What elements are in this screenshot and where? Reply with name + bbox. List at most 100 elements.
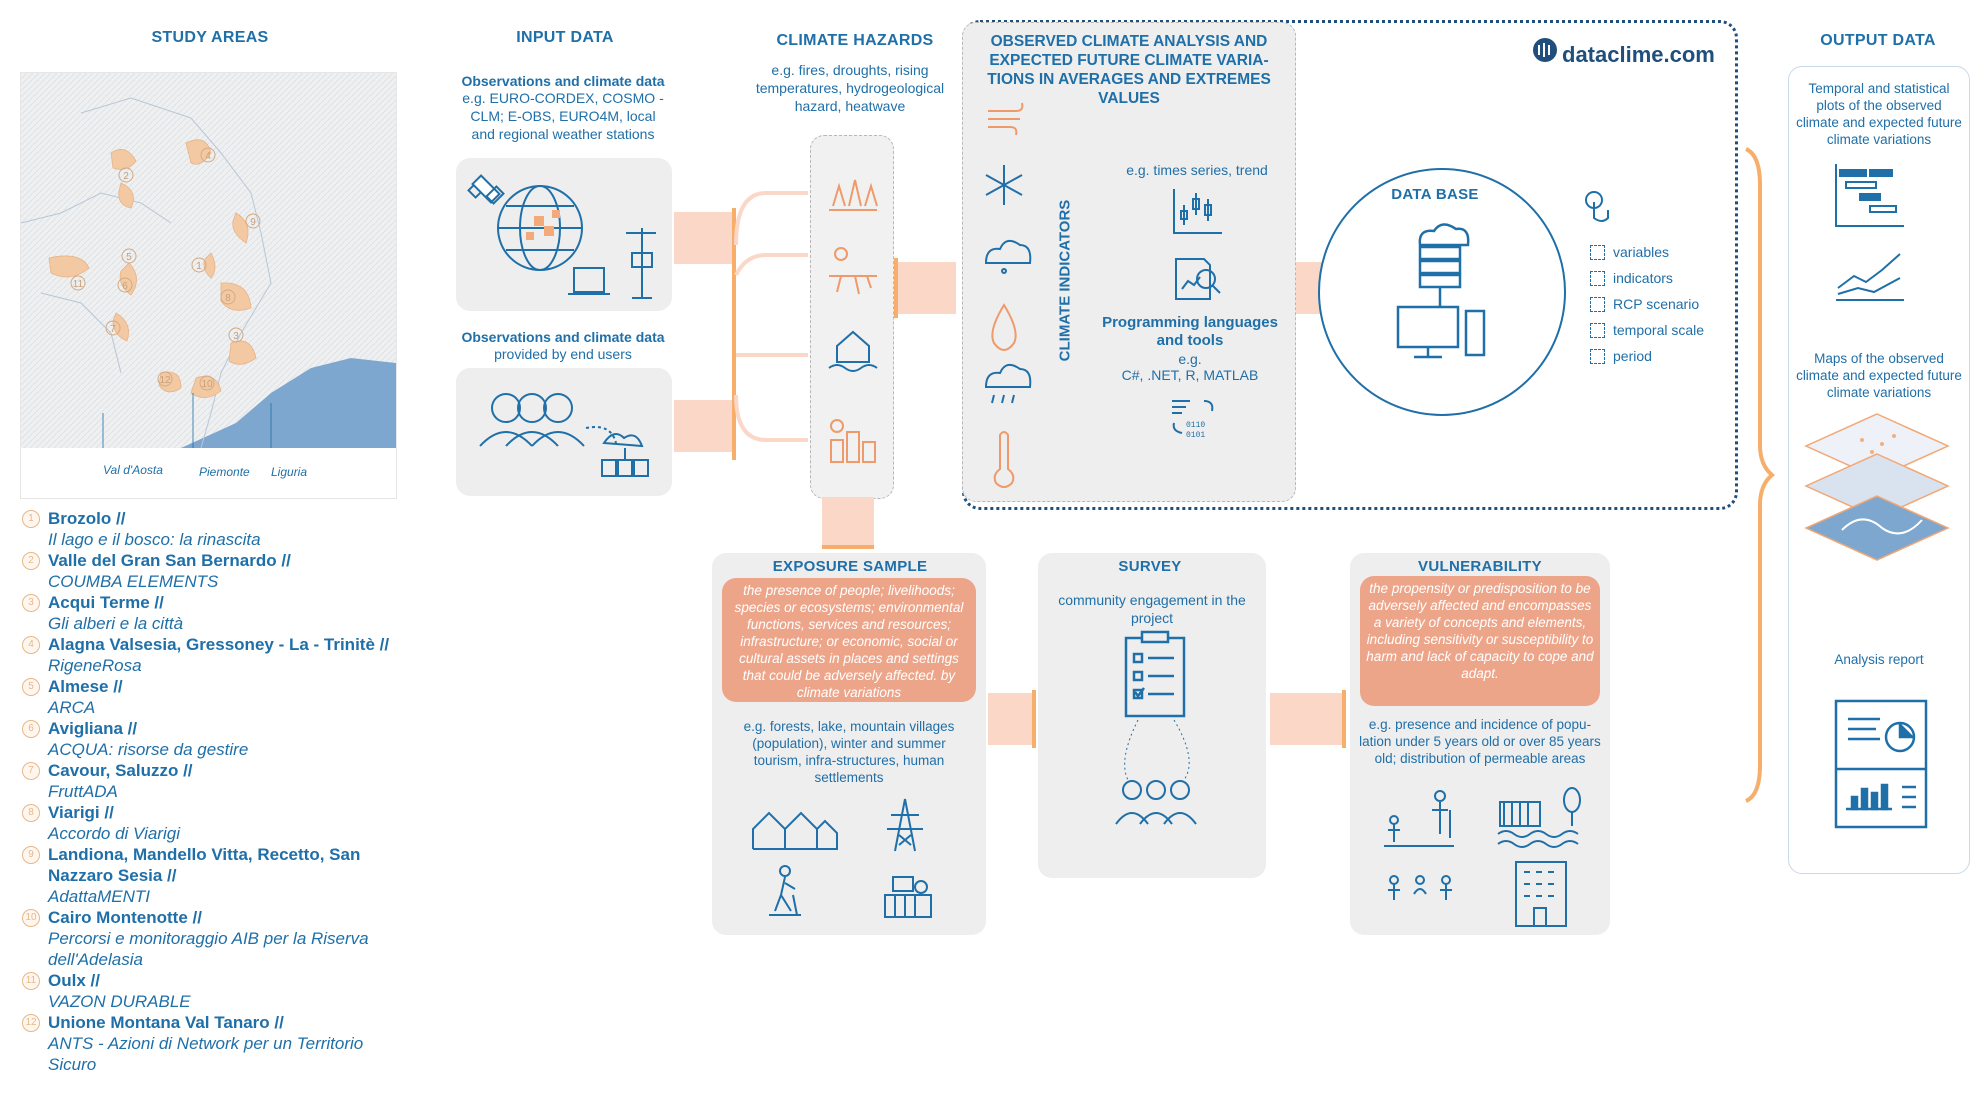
item-number: 4: [22, 636, 40, 654]
area-name: Unione Montana Val Tanaro //: [48, 1013, 284, 1032]
climate-indicator-icons: [984, 102, 1032, 488]
area-project: ACQUA: risorse da gestire: [48, 740, 249, 759]
db-item-label: temporal scale: [1613, 322, 1705, 338]
checkbox-icon[interactable]: [1590, 244, 1605, 260]
houses-icon: [752, 811, 838, 850]
db-item-label: variables: [1613, 244, 1670, 260]
climate-indicators-label: CLIMATE INDICATORS: [1056, 199, 1074, 362]
map-label-liguria: Liguria: [271, 465, 308, 479]
db-item-label: indicators: [1613, 270, 1673, 286]
svg-text:4: 4: [205, 151, 211, 162]
area-project: COUMBA ELEMENTS: [48, 572, 219, 591]
vulnerability-left-bar: [1342, 690, 1346, 748]
output-maps-text: Maps of the observed climate and expecte…: [1796, 351, 1962, 400]
db-item-period[interactable]: period: [1590, 343, 1704, 369]
db-item-label: RCP scenario: [1613, 296, 1700, 312]
area-name: Cavour, Saluzzo //: [48, 761, 193, 780]
exposure-example: e.g. forests, lake, mountain villages (p…: [743, 719, 955, 785]
survey-title: SURVEY: [1118, 558, 1182, 575]
area-project: ARCA: [48, 698, 96, 717]
list-item: 12 Unione Montana Val Tanaro // ANTS - Azi…: [22, 1012, 412, 1075]
line-plot-icon: [1836, 253, 1904, 301]
checkbox-icon[interactable]: [1590, 270, 1605, 286]
clipboard-checklist-icon: [1124, 630, 1186, 718]
map-label-piemonte: Piemonte: [199, 465, 250, 479]
power-pylon-icon: [887, 798, 923, 852]
svg-text:12: 12: [159, 375, 171, 386]
checkbox-icon[interactable]: [1590, 322, 1605, 338]
map-graphic: 4 2 9 5 1 11 6 8 7 3 12 10: [20, 73, 396, 449]
user-obs-text: provided by end users: [494, 346, 632, 362]
touch-hand-icon: [1585, 191, 1609, 222]
database-circle: [1318, 168, 1566, 416]
output-panel: [1788, 66, 1970, 874]
dataclime-logo-icon: [1533, 38, 1557, 62]
area-name: Avigliana //: [48, 719, 138, 738]
db-item-rcp[interactable]: RCP scenario: [1590, 291, 1704, 317]
hazard-to-analysis-connector: [896, 262, 956, 314]
svg-text:7: 7: [110, 324, 116, 335]
rain-cloud-icon: [984, 363, 1032, 404]
db-item-variables[interactable]: variables: [1590, 239, 1704, 265]
item-number: 2: [22, 552, 40, 570]
input-data-title: INPUT DATA: [516, 29, 614, 46]
hazard-right-bar: [894, 258, 898, 318]
area-project: VAZON DURABLE: [48, 992, 191, 1011]
climate-hazards-text: e.g. fires, droughts, rising temperature…: [755, 62, 945, 114]
area-project: Percorsi e monitoraggio AIB per la Riser…: [48, 929, 369, 969]
checkbox-icon[interactable]: [1590, 296, 1605, 312]
area-project: FruttADA: [48, 782, 118, 801]
input-connector-2: [674, 400, 734, 452]
db-item-label: period: [1613, 348, 1652, 364]
vulnerability-example: e.g. presence and incidence of popu-lati…: [1359, 717, 1601, 766]
flood-icon: [828, 330, 878, 372]
svg-text:6: 6: [122, 281, 128, 292]
programming-list: C#, .NET, R, MATLAB: [1121, 367, 1259, 383]
checkbox-icon[interactable]: [1590, 348, 1605, 364]
snow-cloud-icon: [984, 239, 1032, 274]
community-icon: [1115, 780, 1197, 825]
analysis-example: e.g. times series, trend: [1126, 162, 1268, 178]
db-item-indicators[interactable]: indicators: [1590, 265, 1704, 291]
study-areas-map: 4 2 9 5 1 11 6 8 7 3 12 10 Val d'Aosta P…: [20, 72, 397, 499]
area-project: Accordo di Viarigi: [48, 824, 180, 843]
child-elderly-icon: [1384, 790, 1454, 847]
users-database-icon: [479, 393, 649, 477]
hazard-branch-lines: [734, 191, 808, 442]
obs-title: Observations and climate data: [461, 73, 665, 89]
output-plots-text: Temporal and statistical plots of the ob…: [1796, 81, 1962, 147]
db-item-temporal-scale[interactable]: temporal scale: [1590, 317, 1704, 343]
area-project: ANTS - Azioni di Network per un Territor…: [48, 1034, 364, 1074]
svg-text:0101: 0101: [1186, 431, 1205, 440]
trend-chart-icon: [1173, 189, 1222, 234]
svg-text:2: 2: [123, 171, 129, 182]
svg-text:3: 3: [233, 331, 239, 342]
item-number: 7: [22, 762, 40, 780]
item-number: 1: [22, 510, 40, 528]
user-obs-title: Observations and climate data: [461, 329, 665, 345]
exposure-to-survey-connector: [988, 693, 1032, 745]
vulnerability-title: VULNERABILITY: [1418, 558, 1542, 575]
item-number: 9: [22, 846, 40, 864]
map-layers-icon: [1804, 413, 1950, 561]
humidity-icon: [991, 303, 1017, 351]
analysis-report-icon: [1834, 699, 1928, 829]
heatwave-icon: [830, 419, 876, 463]
dataclime-brand: dataclime.com: [1562, 42, 1715, 67]
item-number: 12: [22, 1014, 40, 1032]
svg-text:11: 11: [73, 279, 84, 290]
output-report-text: Analysis report: [1834, 652, 1924, 667]
exposure-definition: the presence of people; livelihoods; spe…: [722, 578, 976, 702]
survey-to-vulnerability-connector: [1270, 693, 1342, 745]
hazards-panel: [810, 135, 894, 499]
gantt-chart-icon: [1835, 164, 1904, 227]
svg-text:1: 1: [196, 261, 202, 272]
hazard-to-exposure-connector: [822, 497, 874, 549]
input-bracket: [732, 208, 736, 460]
